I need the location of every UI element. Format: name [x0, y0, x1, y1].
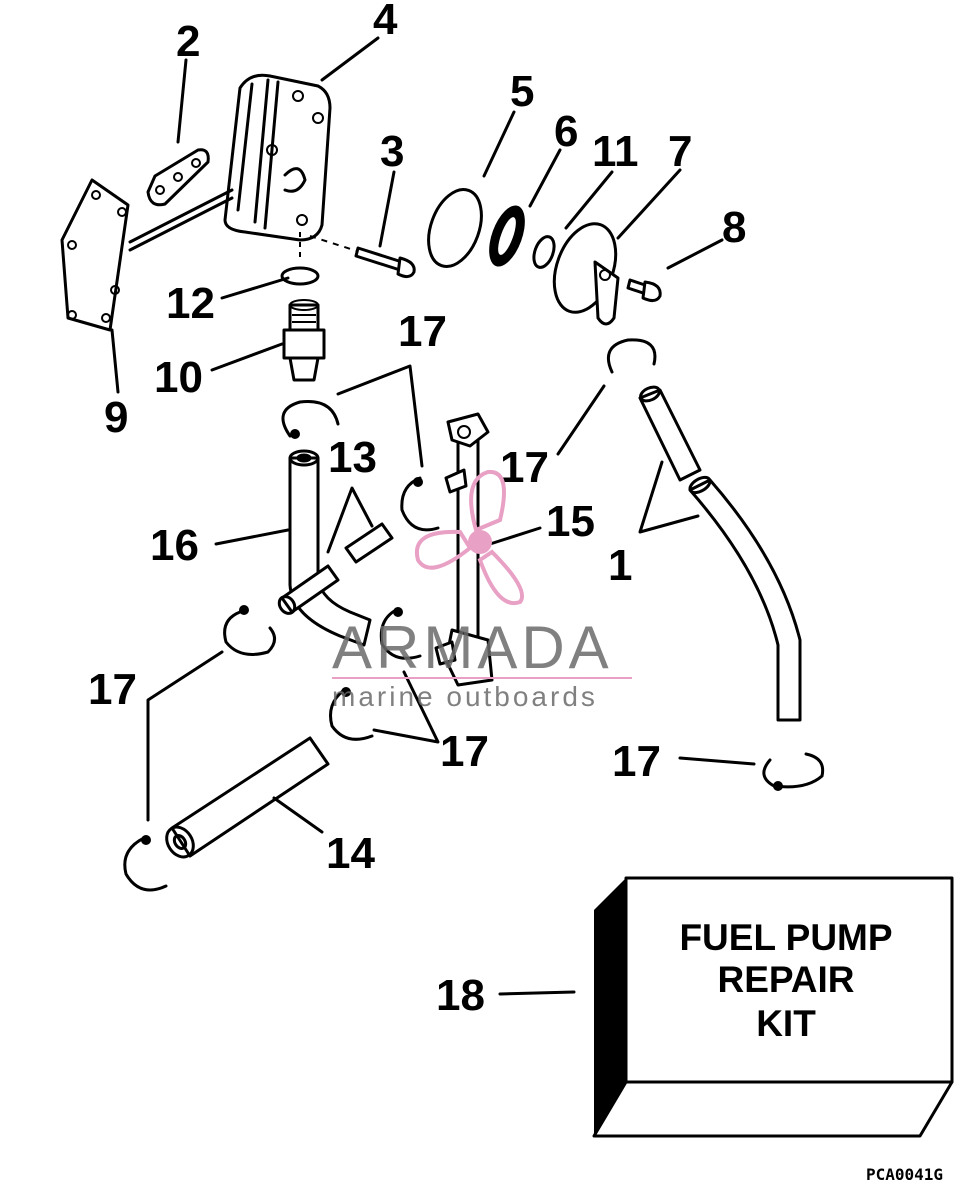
callout-13: 13	[328, 433, 377, 482]
propeller-logo-icon	[414, 469, 525, 606]
callout-17c: 17	[88, 665, 137, 714]
callout-11: 11	[592, 127, 639, 176]
callout-16: 16	[150, 521, 199, 570]
part-11-ring	[532, 235, 556, 269]
callout-9: 9	[104, 393, 128, 442]
callout-14: 14	[326, 829, 375, 878]
callout-7: 7	[668, 127, 692, 176]
part-18-repair-kit: FUEL PUMP REPAIR KIT	[592, 876, 954, 1138]
leader-lines	[110, 36, 756, 996]
callout-18: 18	[436, 971, 485, 1020]
part-15-filter	[434, 412, 494, 687]
part-1-hose	[638, 385, 802, 722]
callout-17b: 17	[500, 443, 549, 492]
part-12-o-ring	[280, 266, 320, 286]
part-4-pump-body	[128, 73, 332, 252]
callout-10: 10	[154, 353, 203, 402]
part-14-hose	[165, 736, 330, 859]
kit-line-3: KIT	[756, 1003, 816, 1044]
callout-17e: 17	[612, 737, 661, 786]
callout-17d: 17	[440, 727, 489, 776]
part-3-screw	[354, 246, 416, 279]
watermark-brand: ARMADA	[332, 614, 613, 681]
callout-5: 5	[510, 67, 534, 116]
part-7-cover	[552, 222, 620, 326]
callout-3: 3	[380, 127, 404, 176]
callout-4: 4	[373, 0, 398, 44]
callout-17a: 17	[398, 307, 447, 356]
part-2-plate	[146, 148, 210, 207]
kit-line-2: REPAIR	[717, 959, 854, 1000]
part-13-hoses	[277, 522, 394, 615]
drawing-code: PCA0041G	[866, 1165, 943, 1184]
kit-line-1: FUEL PUMP	[679, 917, 892, 958]
part-9-gasket	[60, 178, 130, 332]
part-17-clamps	[123, 338, 825, 892]
watermark-tagline: marine outboards	[332, 681, 598, 712]
callout-2: 2	[176, 17, 200, 66]
callout-6: 6	[554, 107, 578, 156]
part-10-fitting	[282, 299, 326, 382]
part-6-diaphragm	[489, 205, 525, 267]
callout-labels: 2 4 3 5 6 11 7 8 12 17 10 9 13 17 15 16 …	[88, 0, 746, 1020]
watermark: ARMADA marine outboards	[332, 469, 632, 712]
part-5-o-ring	[427, 188, 483, 268]
callout-12: 12	[166, 279, 215, 328]
callout-1: 1	[608, 541, 632, 590]
callout-8: 8	[722, 203, 746, 252]
callout-15: 15	[546, 497, 595, 546]
part-8-screw	[626, 278, 662, 303]
